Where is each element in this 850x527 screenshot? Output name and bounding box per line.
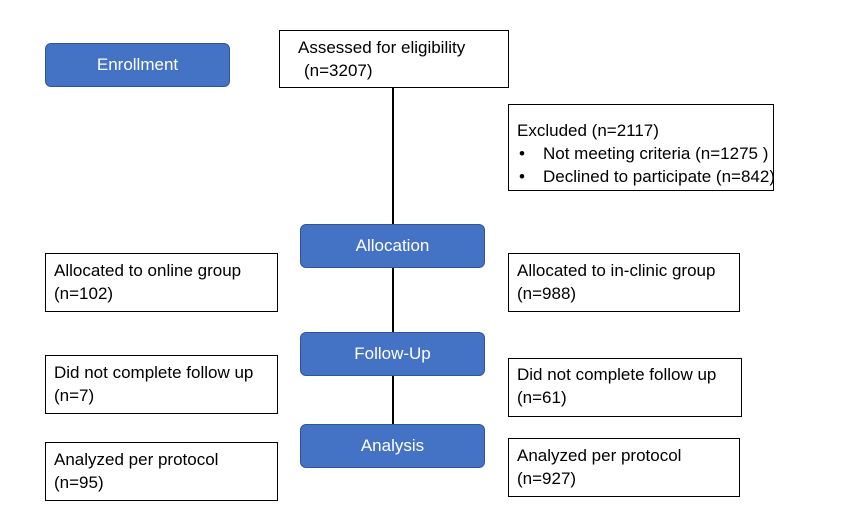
online-allocated-count: (n=102) bbox=[54, 284, 114, 303]
online-analyzed-box: Analyzed per protocol (n=95) bbox=[45, 442, 278, 501]
excluded-reasons-list: Not meeting criteria (n=1275 ) Declined … bbox=[517, 142, 775, 188]
connector-assessed-to-allocation bbox=[392, 87, 394, 224]
connector-follow-up-to-analysis bbox=[392, 374, 394, 424]
excluded-box: Excluded (n=2117) Not meeting criteria (… bbox=[508, 104, 775, 191]
online-allocated-label: Allocated to online group bbox=[54, 261, 242, 280]
online-analyzed-count: (n=95) bbox=[54, 473, 104, 492]
clinic-analyzed-count: (n=927) bbox=[517, 469, 577, 488]
assessed-count: (n=3207) bbox=[304, 61, 373, 80]
stage-analysis: Analysis bbox=[300, 424, 485, 468]
online-allocated-box: Allocated to online group (n=102) bbox=[45, 253, 278, 312]
clinic-allocated-box: Allocated to in-clinic group (n=988) bbox=[508, 253, 740, 312]
online-analyzed-label: Analyzed per protocol bbox=[54, 450, 219, 469]
clinic-allocated-label: Allocated to in-clinic group bbox=[517, 261, 716, 280]
connector-allocation-to-follow-up bbox=[392, 267, 394, 332]
clinic-lost-count: (n=61) bbox=[517, 388, 567, 407]
assessed-label: Assessed for eligibility bbox=[298, 38, 466, 57]
excluded-reason-item: Declined to participate (n=842) bbox=[517, 165, 775, 188]
clinic-analyzed-box: Analyzed per protocol (n=927) bbox=[508, 438, 740, 497]
excluded-label: Excluded (n=2117) bbox=[517, 121, 659, 140]
stage-allocation: Allocation bbox=[300, 224, 485, 268]
clinic-analyzed-label: Analyzed per protocol bbox=[517, 446, 682, 465]
assessed-box: Assessed for eligibility (n=3207) bbox=[279, 30, 509, 88]
online-lost-count: (n=7) bbox=[54, 386, 95, 405]
excluded-reason-item: Not meeting criteria (n=1275 ) bbox=[517, 142, 773, 165]
online-lost-box: Did not complete follow up (n=7) bbox=[45, 355, 278, 414]
clinic-lost-label: Did not complete follow up bbox=[517, 365, 717, 384]
clinic-allocated-count: (n=988) bbox=[517, 284, 577, 303]
online-lost-label: Did not complete follow up bbox=[54, 363, 254, 382]
clinic-lost-box: Did not complete follow up (n=61) bbox=[508, 358, 742, 417]
stage-follow-up: Follow-Up bbox=[300, 332, 485, 376]
stage-enrollment: Enrollment bbox=[45, 43, 230, 87]
